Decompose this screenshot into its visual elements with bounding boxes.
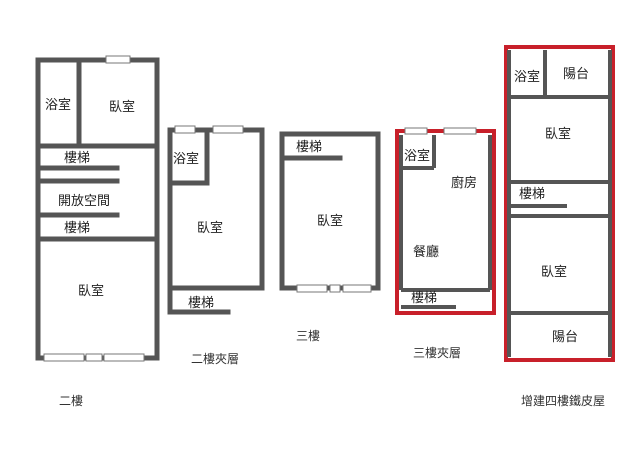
room-label: 廚房: [451, 175, 477, 191]
window: [105, 55, 131, 64]
room-label: 臥室: [197, 220, 223, 236]
plan-3f: 樓梯 臥室 三樓: [279, 131, 381, 343]
window: [443, 127, 477, 135]
room-label: 浴室: [173, 151, 199, 167]
plan-caption: 二樓夾層: [191, 351, 239, 366]
window: [43, 353, 85, 362]
window: [103, 353, 145, 362]
room-label: 陽台: [563, 67, 589, 82]
room-label: 樓梯: [188, 296, 214, 311]
room-label: 陽台: [552, 330, 578, 345]
window: [212, 125, 244, 134]
plan-caption: 三樓: [296, 328, 320, 343]
window: [404, 127, 428, 135]
room-label: 臥室: [317, 213, 343, 229]
window: [296, 284, 328, 293]
room-label: 餐廳: [413, 244, 439, 260]
plan-2f: 浴室 臥室 樓梯 開放空間 樓梯 臥室 二樓: [35, 55, 160, 408]
plan-caption: 增建四樓鐵皮屋: [521, 393, 605, 408]
room-label: 樓梯: [64, 221, 90, 236]
room-label: 臥室: [109, 99, 135, 115]
window: [85, 353, 103, 362]
plan-caption: 三樓夾層: [413, 345, 461, 360]
plan-4f-addition: 浴室 陽台 臥室 樓梯 臥室 陽台 增建四樓鐵皮屋: [504, 45, 615, 408]
room-label: 臥室: [541, 264, 567, 280]
window: [174, 125, 196, 134]
plan-caption: 二樓: [59, 393, 83, 408]
highlight-frame: [504, 45, 615, 362]
window: [329, 284, 341, 293]
room-label: 臥室: [78, 283, 104, 299]
plan-2f-mezzanine: 浴室 臥室 樓梯 二樓夾層: [167, 125, 265, 366]
window: [342, 284, 372, 293]
room-label: 開放空間: [58, 194, 110, 209]
room-label: 浴室: [404, 148, 430, 164]
room-label: 樓梯: [519, 187, 545, 202]
plan-3f-mezzanine: 浴室 廚房 餐廳 樓梯 三樓夾層: [395, 127, 496, 360]
room-label: 臥室: [545, 126, 571, 142]
room-label: 浴室: [45, 97, 71, 113]
room-label: 樓梯: [411, 291, 437, 306]
room-label: 樓梯: [296, 140, 322, 155]
room-label: 樓梯: [64, 151, 90, 166]
room-label: 浴室: [514, 69, 540, 85]
